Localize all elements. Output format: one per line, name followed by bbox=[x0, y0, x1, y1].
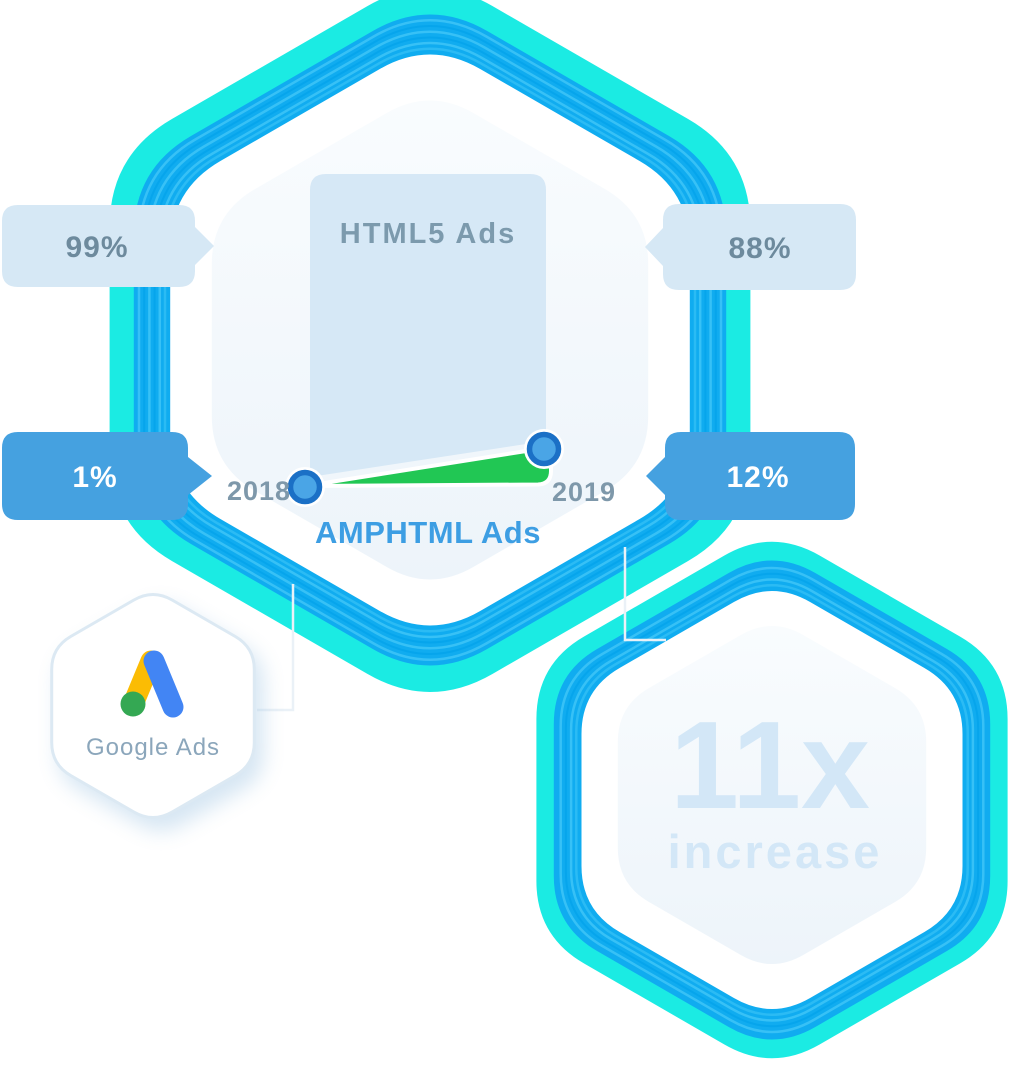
badge-html5-2018 bbox=[2, 205, 214, 287]
increase-label: increase bbox=[668, 825, 883, 878]
badge-html5-2019 bbox=[645, 204, 856, 290]
connector-google-ads bbox=[257, 584, 295, 712]
ring-stripe bbox=[569, 578, 975, 1022]
badge-html5-2018-value: 99% bbox=[65, 231, 128, 264]
badge-amphtml-2019 bbox=[646, 432, 855, 520]
badge-amphtml-2018-value: 1% bbox=[72, 461, 117, 494]
connector-increase bbox=[623, 547, 666, 642]
html5-ads-label: HTML5 Ads bbox=[340, 218, 516, 250]
ring-stripe bbox=[575, 584, 969, 1016]
increase-value: 11x bbox=[670, 697, 870, 835]
amphtml-ads-label: AMPHTML Ads bbox=[315, 515, 541, 550]
google-ads-label: Google Ads bbox=[86, 734, 220, 761]
badge-html5-2019-value: 88% bbox=[728, 232, 791, 265]
badge-amphtml-2019-value: 12% bbox=[726, 461, 789, 494]
google-ads-icon-blue-bar bbox=[143, 650, 184, 718]
html5-ads-box bbox=[310, 174, 546, 477]
badge-amphtml-2018 bbox=[2, 432, 212, 520]
year-label-2018: 2018 bbox=[227, 476, 291, 506]
google-ads-icon-green-dot bbox=[120, 691, 146, 717]
google-ads-hexagon: Google Ads bbox=[50, 593, 256, 819]
google-ads-hexagon-body bbox=[50, 593, 256, 819]
data-point-2019 bbox=[526, 431, 562, 467]
data-point-2018 bbox=[287, 469, 323, 505]
year-label-2019: 2019 bbox=[552, 477, 616, 507]
increase-hexagon-inner-tint bbox=[617, 626, 927, 964]
google-ads-icon bbox=[120, 650, 184, 718]
increase-hexagon: 11x increase bbox=[536, 541, 1008, 1059]
stat-badges: 99% 88% 1% 12% bbox=[2, 204, 856, 520]
ring-stripe bbox=[559, 566, 985, 1034]
html5-amphtml-chart: HTML5 Ads 2018 2019 AMPHTML Ads bbox=[227, 174, 616, 550]
ring-stripe bbox=[564, 572, 980, 1028]
